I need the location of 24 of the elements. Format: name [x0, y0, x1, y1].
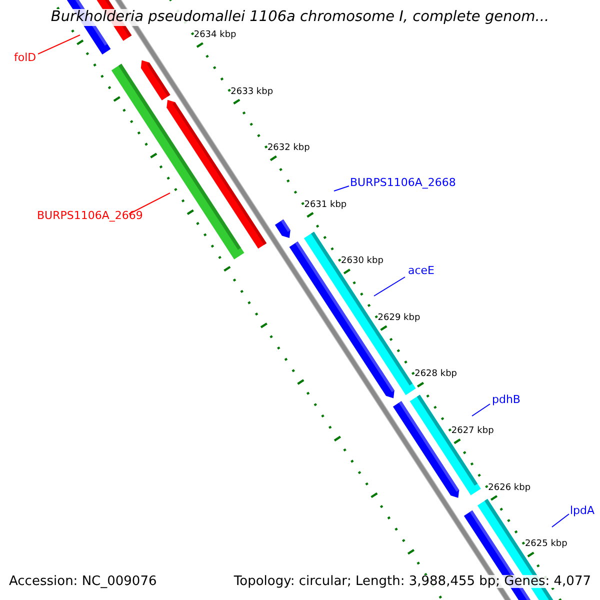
- gene-label: pdhB: [492, 394, 520, 405]
- accession-text: Accession: NC_009076: [9, 575, 157, 588]
- tick-label: 2625 kbp: [524, 540, 568, 550]
- leader-line: [38, 34, 80, 54]
- tick-label: 2629 kbp: [378, 314, 420, 323]
- gene-label: folD: [14, 52, 36, 63]
- tick-label: 2631 kbp: [304, 200, 347, 210]
- gene-label: aceE: [408, 265, 435, 276]
- leader-line: [334, 186, 350, 192]
- tick-label: 2627 kbp: [451, 426, 494, 436]
- gene-label: lpdA: [570, 505, 595, 516]
- tick-label: 2633 kbp: [230, 88, 274, 97]
- leader-line: [374, 276, 406, 296]
- tick-label: 2628 kbp: [414, 370, 457, 380]
- tick-label: 2632 kbp: [267, 144, 310, 154]
- leader-line: [552, 514, 570, 528]
- genome-summary-text: Topology: circular; Length: 3,988,455 bp; Genes: 4,077: [234, 575, 591, 588]
- leader-line: [472, 404, 490, 416]
- gene-label: BURPS1106A_2669: [37, 210, 143, 221]
- gene-label: BURPS1106A_2668: [350, 177, 456, 188]
- tick-label: 2630 kbp: [341, 257, 384, 266]
- tick-label: 2626 kbp: [488, 484, 531, 493]
- leader-line: [128, 192, 170, 214]
- tick-label: 2634 kbp: [194, 31, 236, 40]
